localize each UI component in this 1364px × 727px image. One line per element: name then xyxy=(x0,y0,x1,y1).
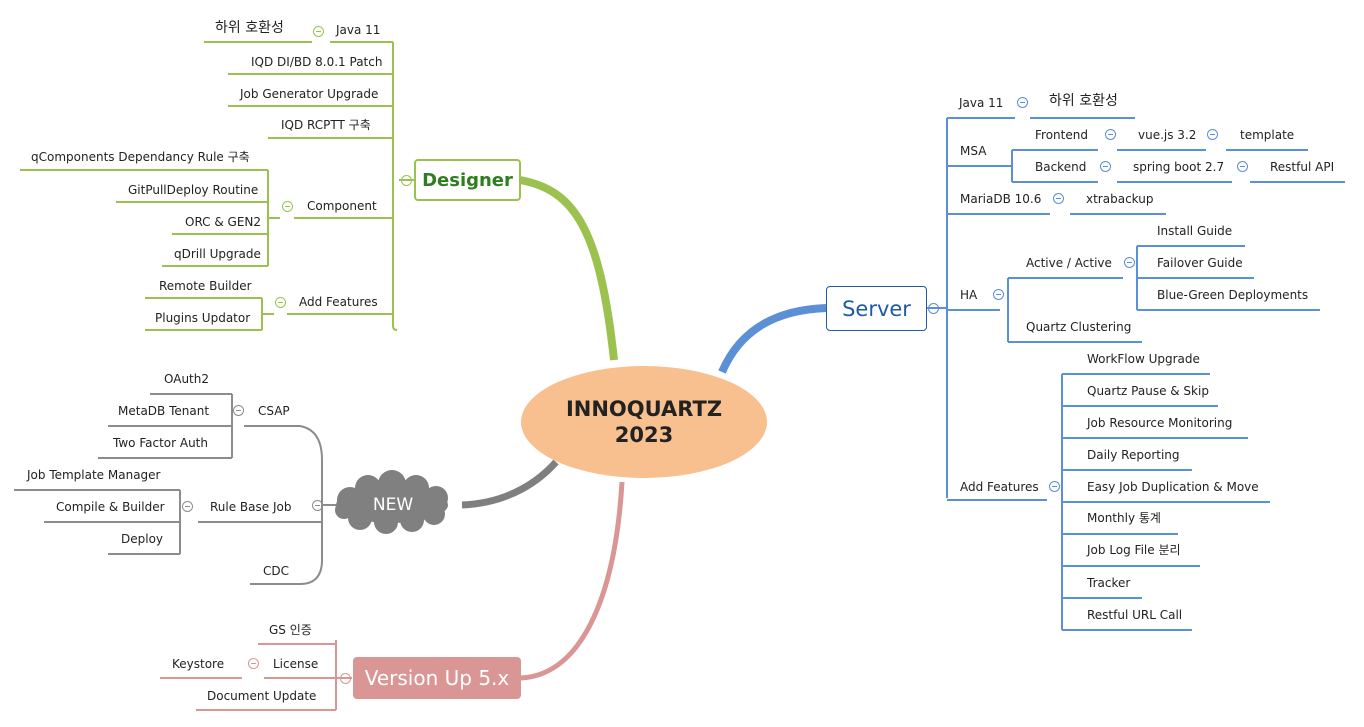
designer-add-feature-2[interactable]: Plugins Updator xyxy=(155,311,251,325)
server-active-active[interactable]: Active / Active xyxy=(1026,256,1112,270)
ha-item-3[interactable]: Blue-Green Deployments xyxy=(1157,288,1309,302)
topic-version-up[interactable]: Version Up 5.x xyxy=(353,657,521,699)
server-java11[interactable]: Java 11 xyxy=(959,96,1004,110)
designer-job-generator[interactable]: Job Generator Upgrade xyxy=(240,87,379,101)
branch-new xyxy=(461,459,559,509)
new-cdc[interactable]: CDC xyxy=(263,564,289,578)
designer-add-feature-1[interactable]: Remote Builder xyxy=(159,279,252,293)
server-feature-6[interactable]: Monthly 통계 xyxy=(1087,511,1161,525)
ha-item-2[interactable]: Failover Guide xyxy=(1157,256,1243,270)
server-msa[interactable]: MSA xyxy=(960,144,987,158)
csap-item-2[interactable]: MetaDB Tenant xyxy=(118,404,210,418)
designer-iqd-rcptt[interactable]: IQD RCPTT 구축 xyxy=(281,118,371,132)
collapse-toggle-designer[interactable] xyxy=(401,175,412,186)
branch-designer xyxy=(519,176,618,361)
collapse-toggle-version[interactable] xyxy=(340,673,351,684)
topic-server[interactable]: Server xyxy=(826,286,927,331)
server-mariadb[interactable]: MariaDB 10.6 xyxy=(960,192,1042,206)
server-vue[interactable]: vue.js 3.2 xyxy=(1138,128,1197,142)
server-feature-5[interactable]: Easy Job Duplication & Move xyxy=(1087,480,1259,494)
designer-component[interactable]: Component xyxy=(307,199,377,213)
collapse-toggle-license[interactable] xyxy=(248,658,259,669)
server-feature-3[interactable]: Job Resource Monitoring xyxy=(1087,416,1233,430)
collapse-toggle-add-features-designer[interactable] xyxy=(275,297,286,308)
collapse-toggle-component[interactable] xyxy=(282,201,293,212)
designer-java11[interactable]: Java 11 xyxy=(336,23,381,37)
topic-designer[interactable]: Designer xyxy=(414,159,521,201)
server-feature-1[interactable]: WorkFlow Upgrade xyxy=(1087,352,1200,366)
topic-new[interactable]: NEW xyxy=(338,486,448,524)
collapse-toggle-rule-base-job[interactable] xyxy=(182,501,193,512)
csap-item-1[interactable]: OAuth2 xyxy=(164,372,209,386)
server-feature-4[interactable]: Daily Reporting xyxy=(1087,448,1180,462)
new-csap[interactable]: CSAP xyxy=(258,404,290,418)
server-feature-9[interactable]: Restful URL Call xyxy=(1087,608,1183,622)
ha-item-1[interactable]: Install Guide xyxy=(1157,224,1233,238)
server-backend[interactable]: Backend xyxy=(1035,160,1087,174)
collapse-toggle-vue[interactable] xyxy=(1207,129,1218,140)
rule-item-2[interactable]: Compile & Builder xyxy=(56,500,165,514)
server-ha[interactable]: HA xyxy=(960,288,978,302)
topic-designer-label: Designer xyxy=(422,169,513,191)
branch-version xyxy=(520,481,625,681)
rule-item-1[interactable]: Job Template Manager xyxy=(27,468,161,482)
collapse-toggle-add-features-server[interactable] xyxy=(1049,481,1060,492)
component-item-2[interactable]: GitPullDeploy Routine xyxy=(128,183,259,197)
server-restful-api[interactable]: Restful API xyxy=(1270,160,1335,174)
server-feature-7[interactable]: Job Log File 분리 xyxy=(1087,543,1181,557)
server-add-features[interactable]: Add Features xyxy=(960,480,1039,494)
collapse-toggle-csap[interactable] xyxy=(233,405,244,416)
new-cloud xyxy=(335,470,448,534)
central-topic[interactable]: INNOQUARTZ 2023 xyxy=(521,366,767,478)
version-license[interactable]: License xyxy=(273,657,319,671)
topic-server-label: Server xyxy=(842,296,911,321)
server-java11-compat[interactable]: 하위 호환성 xyxy=(1049,93,1118,109)
server-frontend[interactable]: Frontend xyxy=(1035,128,1088,142)
server-spring[interactable]: spring boot 2.7 xyxy=(1133,160,1225,174)
designer-iqd-patch[interactable]: IQD DI/BD 8.0.1 Patch xyxy=(251,55,383,69)
server-feature-2[interactable]: Quartz Pause & Skip xyxy=(1087,384,1209,398)
collapse-toggle-new[interactable] xyxy=(312,500,323,511)
version-document-update[interactable]: Document Update xyxy=(207,689,317,703)
component-item-4[interactable]: qDrill Upgrade xyxy=(174,247,261,261)
central-topic-line2: 2023 xyxy=(614,423,674,447)
server-xtrabackup[interactable]: xtrabackup xyxy=(1086,192,1154,206)
version-gs[interactable]: GS 인증 xyxy=(269,623,312,637)
collapse-toggle-java11-server[interactable] xyxy=(1017,97,1028,108)
server-feature-8[interactable]: Tracker xyxy=(1087,576,1131,590)
version-keystore[interactable]: Keystore xyxy=(172,657,225,671)
topic-new-label: NEW xyxy=(372,495,414,515)
collapse-toggle-active[interactable] xyxy=(1124,257,1135,268)
topic-version-up-label: Version Up 5.x xyxy=(364,666,510,690)
designer-add-features[interactable]: Add Features xyxy=(299,295,378,309)
collapse-toggle-frontend[interactable] xyxy=(1105,129,1116,140)
server-quartz-clustering[interactable]: Quartz Clustering xyxy=(1026,320,1132,334)
designer-java11-compat[interactable]: 하위 호환성 xyxy=(215,20,284,36)
branch-server xyxy=(718,304,827,374)
server-template[interactable]: template xyxy=(1240,128,1295,142)
collapse-toggle-backend[interactable] xyxy=(1100,161,1111,172)
collapse-toggle-mariadb[interactable] xyxy=(1053,193,1064,204)
collapse-toggle-ha[interactable] xyxy=(993,289,1004,300)
collapse-toggle-spring[interactable] xyxy=(1237,161,1248,172)
component-item-1[interactable]: qComponents Dependancy Rule 구축 xyxy=(31,150,250,164)
rule-item-3[interactable]: Deploy xyxy=(121,532,164,546)
collapse-toggle-java11-designer[interactable] xyxy=(313,26,324,37)
collapse-toggle-server[interactable] xyxy=(928,303,939,314)
central-topic-line1: INNOQUARTZ xyxy=(565,397,723,421)
csap-item-3[interactable]: Two Factor Auth xyxy=(113,436,208,450)
new-rule-base-job[interactable]: Rule Base Job xyxy=(210,500,292,514)
component-item-3[interactable]: ORC & GEN2 xyxy=(185,215,262,229)
